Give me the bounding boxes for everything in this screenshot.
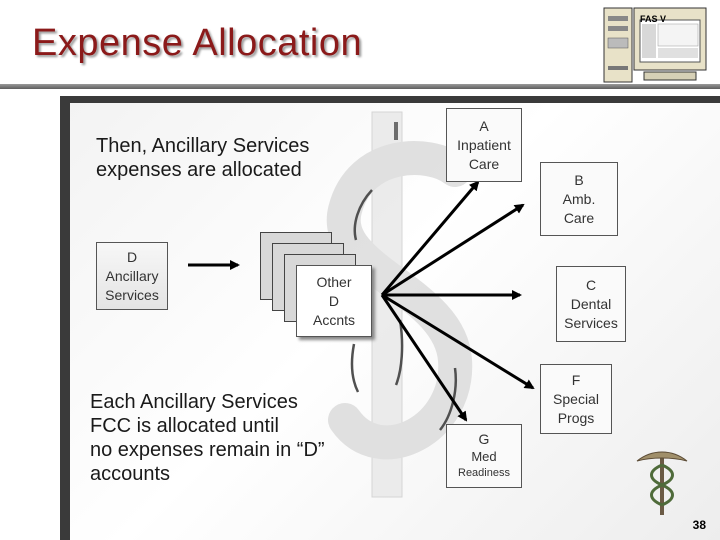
computer-icon: FAS V [600,6,712,86]
footnote-text: Each Ancillary Services FCC is allocated… [90,391,325,485]
box-b-amb: B Amb. Care [540,162,618,236]
title-divider [0,84,720,89]
caduceus-icon [636,451,688,515]
arrow-to-g [380,294,468,422]
box-f-special: F Special Progs [540,364,612,434]
page-title: Expense Allocation [32,22,363,64]
box-d-ancillary: D Ancillary Services [96,242,168,310]
arrow-to-f [381,293,535,390]
box-g-readiness: Readiness [458,466,510,479]
box-other-d-accnts: Other D Accnts [296,265,372,337]
allocation-arrows [380,180,535,422]
computer-screen-label: FAS V [640,14,667,24]
box-g-med-readiness: G Med Readiness [446,424,522,488]
page-number: 38 [692,518,706,532]
box-a-inpatient: A Inpatient Care [446,108,522,182]
arrow-to-b [381,203,525,297]
intro-text: Then, Ancillary Services expenses are al… [96,135,310,181]
box-c-dental: C Dental Services [556,266,626,342]
arrow-to-a [380,180,480,296]
box-g-med: Med [471,448,497,464]
box-g-letter: G [478,430,490,447]
